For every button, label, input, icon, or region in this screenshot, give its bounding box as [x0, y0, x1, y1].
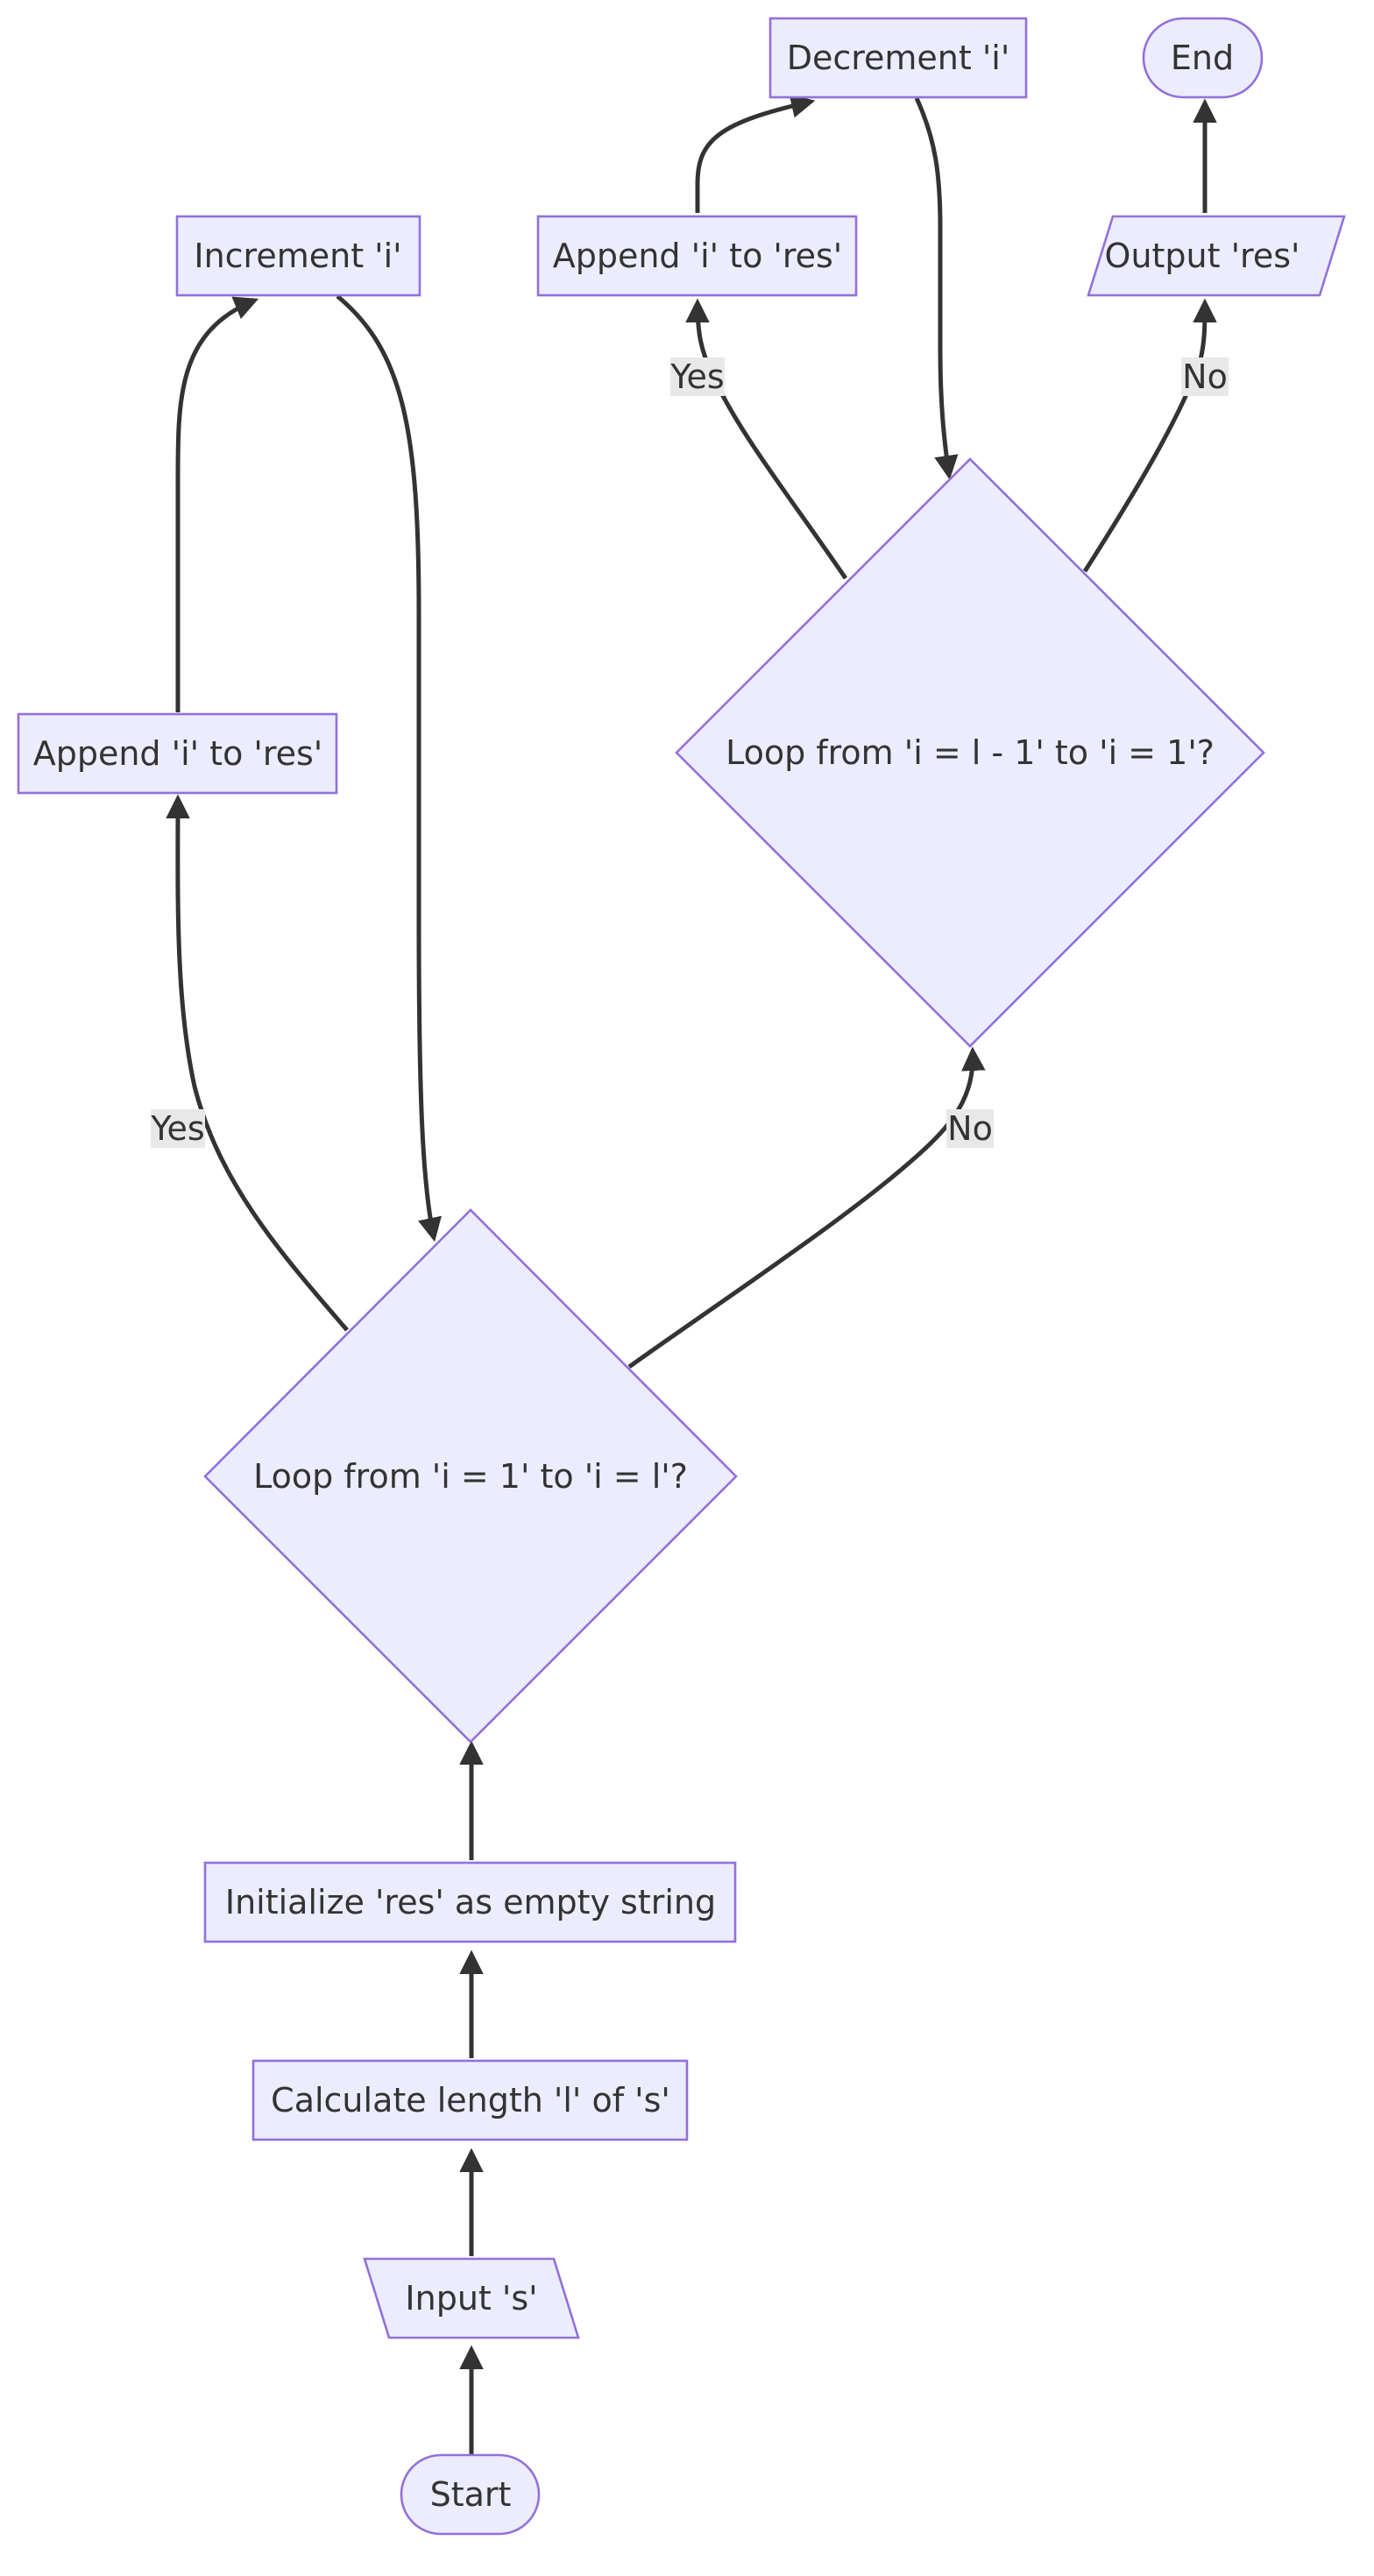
svg-text:Input 's': Input 's' — [405, 2279, 537, 2318]
svg-text:Loop from 'i = 1' to 'i = l'?: Loop from 'i = 1' to 'i = l'? — [253, 1457, 688, 1496]
end-node: End — [1142, 17, 1264, 99]
edge-loop-forward-yes — [166, 794, 349, 1332]
init-res-node: Initialize 'res' as empty string — [203, 1861, 737, 1943]
edge-labels: Yes No Yes No — [150, 357, 1229, 1148]
start-node: Start — [400, 2453, 541, 2536]
edge-label-backward-no: No — [1181, 357, 1229, 396]
svg-text:Output 'res': Output 'res' — [1105, 237, 1300, 275]
svg-text:No: No — [1182, 357, 1228, 396]
edge-label-backward-yes: Yes — [669, 357, 725, 396]
svg-text:Start: Start — [430, 2475, 512, 2514]
svg-text:Calculate length 'l' of 's': Calculate length 'l' of 's' — [271, 2081, 670, 2120]
svg-text:Yes: Yes — [150, 1109, 204, 1148]
input-s-node: Input 's' — [363, 2257, 580, 2339]
loop-forward-decision: Loop from 'i = 1' to 'i = l'? — [203, 1208, 738, 1744]
svg-text:Append 'i' to 'res': Append 'i' to 'res' — [33, 734, 323, 773]
svg-text:Loop from 'i = l - 1' to 'i =: Loop from 'i = l - 1' to 'i = 1'? — [726, 733, 1215, 772]
svg-text:Yes: Yes — [669, 357, 724, 396]
edges — [166, 94, 1217, 2487]
svg-text:Increment 'i': Increment 'i' — [194, 237, 401, 275]
svg-text:End: End — [1171, 39, 1234, 77]
svg-text:Append 'i' to 'res': Append 'i' to 'res' — [553, 237, 843, 275]
edge-append-forward-to-increment — [175, 296, 259, 712]
edge-append-backward-to-decrement — [695, 94, 816, 213]
edge-label-forward-no: No — [946, 1109, 994, 1148]
edge-loop-backward-no — [1082, 298, 1217, 573]
decrement-i-node: Decrement 'i' — [768, 17, 1028, 99]
edge-loop-forward-no — [627, 1046, 986, 1369]
output-res-node: Output 'res' — [1087, 215, 1346, 297]
edge-increment-to-loop-forward — [336, 294, 442, 1242]
calc-length-node: Calculate length 'l' of 's' — [251, 2059, 689, 2141]
svg-text:No: No — [947, 1109, 993, 1148]
edge-decrement-to-loop-backward — [914, 96, 959, 480]
svg-text:Initialize 'res' as empty stri: Initialize 'res' as empty string — [225, 1883, 716, 1921]
loop-backward-decision: Loop from 'i = l - 1' to 'i = 1'? — [675, 457, 1265, 1048]
svg-text:Decrement 'i': Decrement 'i' — [787, 39, 1010, 77]
edge-label-forward-yes: Yes — [150, 1109, 205, 1148]
nodes: Start Input 's' Calculate length 'l' of … — [17, 17, 1346, 2536]
append-backward-node: Append 'i' to 'res' — [536, 215, 858, 297]
edge-loop-backward-yes — [685, 298, 848, 580]
increment-i-node: Increment 'i' — [175, 215, 421, 297]
append-forward-node: Append 'i' to 'res' — [17, 712, 338, 795]
